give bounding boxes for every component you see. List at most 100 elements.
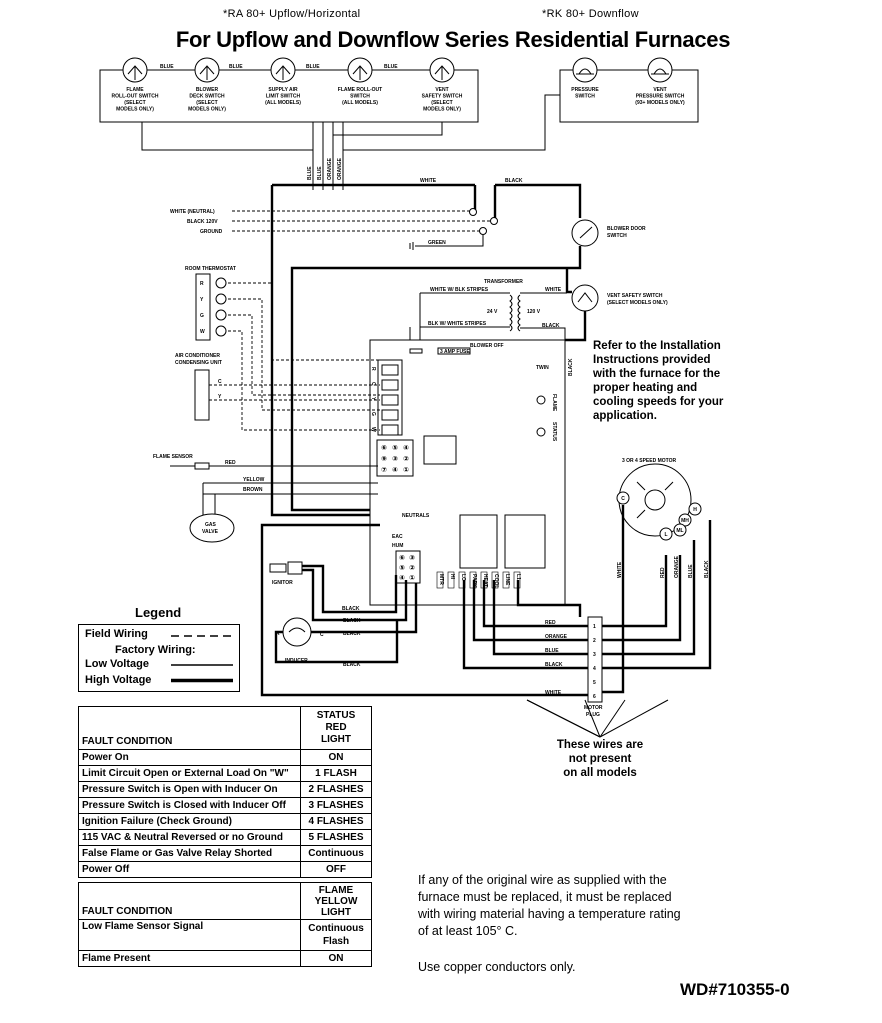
ignitor-connector-pin: ② (409, 565, 415, 572)
room-thermostat (195, 273, 211, 341)
limit-connector-pin-6: ⑦ (381, 467, 387, 474)
speed-tap-1: HI (449, 574, 455, 580)
limit-connector-pin-3: ⑨ (381, 456, 387, 463)
speed-tap-0: MTR (438, 574, 444, 585)
motor-plug-pin-3: 4 (593, 666, 596, 672)
wire-label-black-ind-2: BLACK (343, 662, 361, 668)
motor-terminal-3: ML (676, 528, 683, 534)
flame-sensor-label: FLAME SENSOR (153, 454, 193, 460)
limit-connector-pin-7: ④ (392, 467, 398, 474)
board-terminal-icon (381, 394, 399, 406)
v24-label: 24 V (487, 309, 498, 315)
transformer-black-label: BLACK (542, 323, 560, 329)
eac-label: EAC (392, 534, 403, 540)
wire-label-black-ind-1: BLACK (343, 631, 361, 637)
motor-terminal-icon (673, 523, 687, 537)
wire-label-blue-3: BLUE (306, 64, 320, 70)
wire-label-red-sensor: RED (225, 460, 236, 466)
white-neutral-label: WHITE (NEUTRAL) (170, 209, 215, 215)
board-terminal-icon (381, 409, 399, 421)
plug-wire-label-5: WHITE (545, 690, 562, 696)
wire-label-blue-v1: BLUE (307, 166, 313, 180)
pressure-switch-icon (572, 57, 598, 83)
thermostat-terminal-icon (215, 277, 227, 289)
limit-connector-pin-5: ② (403, 456, 409, 463)
motor-terminal-icon (616, 491, 630, 505)
motor-plug-pin-1: 2 (593, 638, 596, 644)
flame-led-label: FLAME (551, 394, 557, 412)
motor-terminal-1: H (693, 507, 697, 513)
plug-wire-label-3: BLACK (545, 662, 563, 668)
motor-plug-pin-2: 3 (593, 652, 596, 658)
motor-wire-label-0: WHITE (617, 561, 623, 578)
ignitor-icon (269, 563, 287, 573)
top-switch-2-label-0: SUPPLY AIR (268, 87, 298, 93)
pressure-switch-1-label-0: VENT (653, 87, 666, 93)
motor-plug-pin-0: 1 (593, 624, 596, 630)
blower-motor-icon (618, 463, 692, 537)
ac-unit-label-1: AIR CONDITIONER (175, 353, 220, 359)
vent-safety-right-label-1: VENT SAFETY SWITCH (607, 293, 663, 299)
top-switch-2-label-1: LIMIT SWITCH (266, 94, 301, 100)
gas-valve-label-1: GAS (205, 522, 217, 528)
supply-air-limit-switch-icon (270, 57, 296, 83)
board-term-2: Y (370, 397, 376, 401)
motor-terminal-icon (688, 502, 702, 516)
vent-safety-switch-right-icon (571, 284, 599, 312)
top-switch-4-label-2: (SELECT (431, 100, 452, 106)
top-switch-1-label-3: MODELS ONLY) (188, 107, 226, 113)
wire-label-brown: BROWN (243, 487, 263, 493)
board-terminal-icon (381, 364, 399, 376)
board-term-0: R (370, 367, 376, 371)
pressure-switch-0-label-1: SWITCH (575, 94, 595, 100)
top-switch-3-label-1: SWITCH (350, 94, 370, 100)
top-switch-4-label-3: MODELS ONLY) (423, 107, 461, 113)
speed-tap-7: L1 (515, 574, 521, 580)
wire-label-black-top: BLACK (505, 178, 523, 184)
thermostat-term-1: Y (200, 297, 204, 303)
board-term-3: G (370, 412, 376, 416)
ac-condensing-unit (194, 369, 210, 421)
limit-connector (376, 439, 414, 477)
board-black-label: BLACK (568, 358, 574, 376)
ignitor-connector-pin: ⑤ (399, 565, 405, 572)
motor-terminal-4: L (664, 532, 667, 538)
wire-label-blue-4: BLUE (384, 64, 398, 70)
blower-door-label-2: SWITCH (607, 233, 627, 239)
motor-wire-label-2: ORANGE (674, 555, 680, 578)
vent-pressure-switch-icon (647, 57, 673, 83)
flame-sensor-icon (194, 462, 210, 470)
limit-connector-pin-4: ③ (392, 456, 398, 463)
motor-plug-pin-5: 6 (593, 694, 596, 700)
flame-rollout-switch-icon (122, 57, 148, 83)
wire-label-green: GREEN (428, 240, 446, 246)
top-switch-3-label-0: FLAME ROLL-OUT (338, 87, 382, 93)
wire-label-yellow: YELLOW (243, 477, 265, 483)
wire-label-black-ign-2: BLACK (343, 618, 361, 624)
wire-label-blue-v2: BLUE (317, 166, 323, 180)
top-switch-0-label-0: FLAME (126, 87, 144, 93)
inducer-motor-icon (282, 617, 312, 647)
ac-unit-label-2: CONDENSING UNIT (175, 360, 222, 366)
motor-terminal-icon (659, 527, 673, 541)
speed-tap-terminal-icon (447, 571, 455, 589)
transformer-white-label: WHITE (545, 287, 562, 293)
vent-safety-switch-icon (429, 57, 455, 83)
motor-wire-label-1: RED (660, 567, 666, 578)
v120-label: 120 V (527, 309, 541, 315)
limit-connector-pin-1: ⑤ (392, 445, 398, 452)
top-switch-1-label-2: (SELECT (196, 100, 217, 106)
motor-terminal-0: C (621, 496, 625, 502)
plug-wire-label-0: RED (545, 620, 556, 626)
thermostat-terminal-icon (215, 325, 227, 337)
inducer-r: R (276, 631, 280, 637)
wire-label-blue-2: BLUE (229, 64, 243, 70)
motor-plug-pin-4: 5 (593, 680, 596, 686)
flame-rollout-switch-2-icon (347, 57, 373, 83)
motor-plug-label-1: MOTOR (584, 705, 603, 711)
board-term-4: W (370, 427, 376, 432)
speed-tap-6: LINE (504, 574, 510, 586)
blower-off-label: BLOWER OFF (470, 343, 504, 349)
ignitor-label: IGNITOR (272, 580, 293, 586)
top-switch-0-label-3: MODELS ONLY) (116, 107, 154, 113)
